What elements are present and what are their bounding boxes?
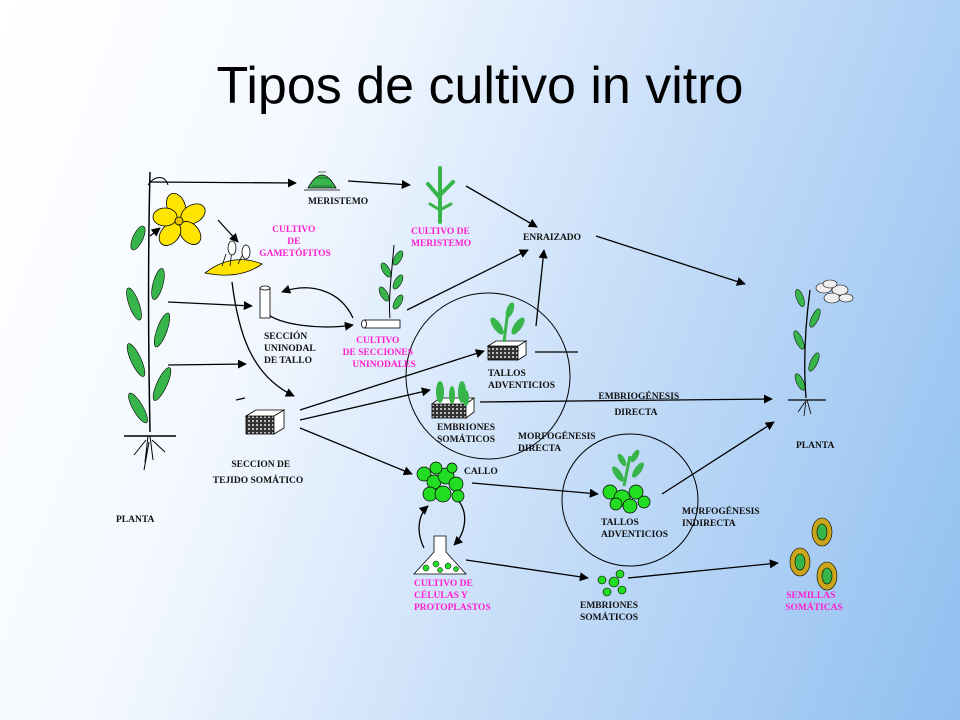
uninodal-section-illustration: [259, 285, 271, 319]
label-cultivo-meristemo: CULTIVO DE MERISTEMO: [411, 227, 472, 249]
slide-title: Tipos de cultivo in vitro: [216, 57, 744, 115]
label-line: SOMÁTICOS: [437, 433, 495, 445]
label-enraizado: ENRAIZADO: [523, 233, 581, 243]
label-line: DE: [287, 237, 300, 247]
gametophyte-illustration: [204, 240, 263, 276]
somatic-seeds-illustration: [789, 517, 838, 591]
label-line: MERISTEMO: [411, 239, 471, 249]
label-line: ADVENTICIOS: [488, 381, 555, 391]
label-morfogenesis-directa: MORFOGÉNESIS DIRECTA: [518, 430, 598, 454]
label-line: CULTIVO DE: [411, 227, 470, 237]
tissue-section-block: [245, 415, 275, 435]
label-line: GAMETÓFITOS: [259, 247, 331, 259]
stem-section-culture-illustration: [361, 244, 404, 329]
callus-illustration: [416, 461, 465, 503]
label-planta-right: PLANTA: [796, 441, 834, 451]
label-line: MORFOGÉNESIS: [518, 430, 596, 442]
label-line: CÉLULAS Y: [414, 589, 468, 601]
label-line: TALLOS: [488, 369, 526, 379]
label-line: SECCION DE: [231, 460, 290, 470]
label-tallos-adventicios-2: TALLOS ADVENTICIOS: [601, 518, 668, 540]
somatic-embryos-illustration-2: [597, 569, 627, 597]
label-embriogenesis-directa: EMBRIOGÉNESIS DIRECTA: [598, 390, 681, 418]
label-meristemo: MERISTEMO: [308, 197, 368, 207]
adventitious-shoots-illustration-1: [486, 302, 528, 361]
flask-illustration: [413, 535, 467, 575]
label-line: CULTIVO: [356, 336, 399, 346]
label-callo: CALLO: [464, 467, 498, 477]
left-flower-illustration: [152, 193, 206, 246]
label-semillas-somaticas: SEMILLAS SOMÁTICAS: [785, 591, 843, 613]
label-seccion-tejido: SECCION DE TEJIDO SOMÁTICO: [213, 460, 304, 486]
label-line: DE SECCIONES: [343, 348, 413, 358]
label-line: CULTIVO DE: [414, 579, 473, 589]
label-line: EMBRIONES: [437, 423, 495, 433]
label-line: DE TALLO: [264, 356, 312, 366]
arrows: [149, 178, 779, 582]
label-planta-left: PLANTA: [116, 515, 154, 525]
right-plant-illustration: [788, 279, 854, 417]
label-morfogenesis-indirecta: MORFOGÉNESIS INDIRECTA: [682, 505, 762, 529]
label-tallos-adventicios-1: TALLOS ADVENTICIOS: [488, 369, 555, 391]
tissue-section-block-top: [244, 409, 286, 435]
label-line: TEJIDO SOMÁTICO: [213, 474, 304, 486]
meristem-culture-illustration: [426, 166, 455, 224]
label-cultivo-gametofitos: CULTIVO DE GAMETÓFITOS: [259, 225, 331, 259]
adventitious-shoots-illustration-2: [602, 449, 651, 514]
label-line: MORFOGÉNESIS: [682, 505, 760, 517]
label-line: DIRECTA: [614, 408, 657, 418]
label-line: EMBRIOGÉNESIS: [598, 390, 679, 402]
label-line: UNINODAL: [264, 344, 315, 354]
label-line: SEMILLAS: [786, 591, 835, 601]
meristem-illustration: [304, 171, 340, 191]
somatic-embryos-illustration-1: [430, 381, 476, 419]
label-line: INDIRECTA: [682, 519, 736, 529]
label-line: PROTOPLASTOS: [414, 603, 491, 613]
process-circles: [405, 292, 699, 567]
label-line: SOMÁTICOS: [580, 611, 638, 623]
label-seccion-uninodal: SECCIÓN UNINODAL DE TALLO: [264, 330, 318, 366]
label-embriones-somaticos-1: EMBRIONES SOMÁTICOS: [437, 423, 497, 445]
label-line: TALLOS: [601, 518, 639, 528]
label-line: UNINODALES: [352, 360, 415, 370]
label-line: SECCIÓN: [264, 330, 307, 342]
label-line: CULTIVO: [272, 225, 315, 235]
label-cultivo-celulas: CULTIVO DE CÉLULAS Y PROTOPLASTOS: [414, 579, 491, 613]
label-cultivo-secciones: CULTIVO DE SECCIONES UNINODALES: [343, 336, 416, 370]
left-plant-illustration: [124, 171, 176, 471]
label-line: EMBRIONES: [580, 601, 638, 611]
label-embriones-somaticos-2: EMBRIONES SOMÁTICOS: [580, 601, 640, 623]
label-line: SOMÁTICAS: [785, 601, 843, 613]
label-line: ADVENTICIOS: [601, 530, 668, 540]
label-line: DIRECTA: [518, 444, 561, 454]
